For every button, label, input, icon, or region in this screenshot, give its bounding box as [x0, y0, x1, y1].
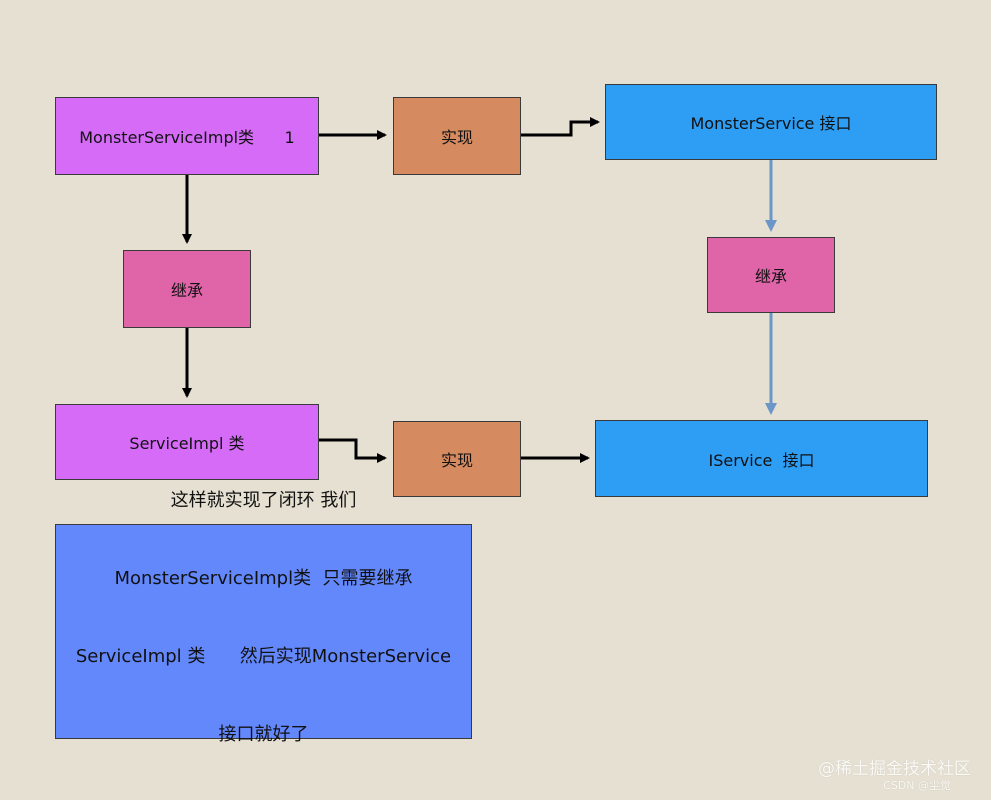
- note-line: 接口就好了: [218, 723, 309, 745]
- node-service-impl-label: ServiceImpl 类: [129, 434, 245, 453]
- explanation-note-text: 这样就实现了闭环 我们 MonsterServiceImpl类 只需要继承 Se…: [76, 436, 451, 800]
- note-line: MonsterServiceImpl类 只需要继承: [114, 567, 413, 589]
- note-line: 这样就实现了闭环 我们: [170, 489, 357, 511]
- node-impl-bottom-label: 实现: [440, 451, 473, 470]
- note-line: ServiceImpl 类 然后实现MonsterService: [75, 645, 452, 667]
- watermark-sub: CSDN @尘觉: [883, 779, 951, 792]
- node-inherit-right-label: 继承: [754, 267, 787, 286]
- node-monster-service: MonsterService 接口: [605, 84, 937, 160]
- watermark-main: @稀土掘金技术社区: [818, 759, 971, 779]
- explanation-note: 这样就实现了闭环 我们 MonsterServiceImpl类 只需要继承 Se…: [55, 490, 472, 745]
- node-inherit-left: 继承: [123, 250, 251, 328]
- edge-service-impl-to-impl-bottom: [319, 438, 387, 463]
- node-impl-bottom: 实现: [393, 421, 521, 497]
- node-monster-service-impl-label: MonsterServiceImpl类 1: [79, 128, 295, 147]
- node-monster-service-label: MonsterService 接口: [690, 114, 852, 133]
- edge-impl-top-to-monster-service: [521, 117, 600, 137]
- node-impl-top: 实现: [393, 97, 521, 175]
- node-monster-service-impl: MonsterServiceImpl类 1: [55, 97, 319, 175]
- node-iservice-label: IService 接口: [708, 450, 815, 470]
- node-inherit-right: 继承: [707, 237, 835, 313]
- node-inherit-left-label: 继承: [170, 281, 203, 300]
- node-iservice: IService 接口: [595, 420, 928, 497]
- node-service-impl: ServiceImpl 类: [55, 404, 319, 480]
- node-impl-top-label: 实现: [440, 128, 473, 147]
